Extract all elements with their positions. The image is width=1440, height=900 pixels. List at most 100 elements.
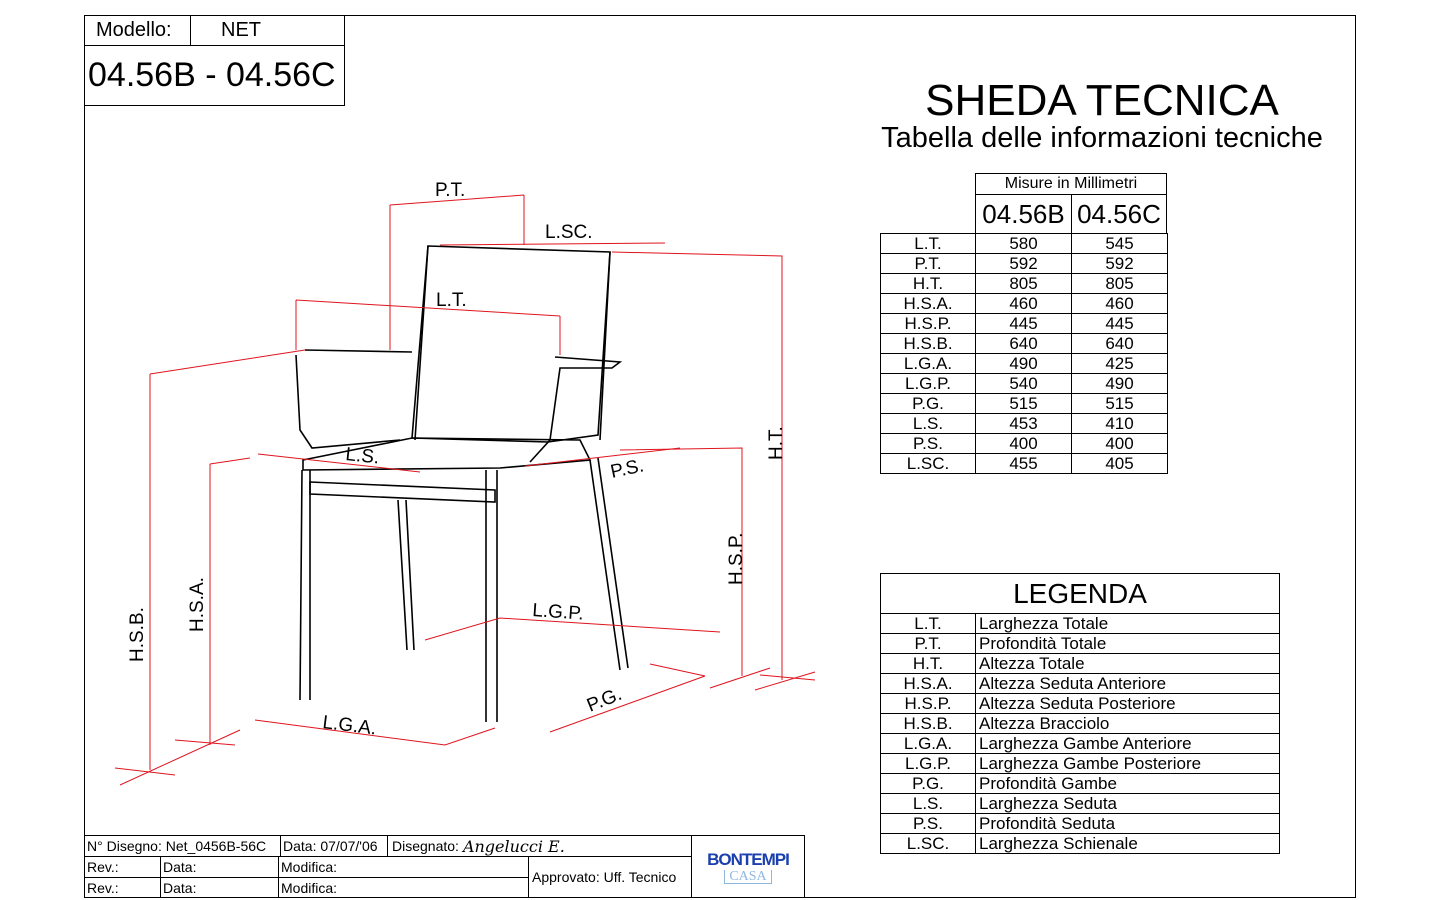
legend-row: P.G.Profondità Gambe — [880, 773, 1280, 794]
legend-description: Profondità Totale — [975, 633, 1280, 654]
legend-description: Larghezza Seduta — [975, 793, 1280, 814]
measure-code: L.SC. — [880, 453, 976, 474]
rev-2: Rev.: — [84, 877, 161, 898]
page-title: SHEDA TECNICA — [925, 76, 1279, 125]
value-04-56b: 460 — [975, 293, 1072, 314]
legend-code: L.S. — [880, 793, 976, 814]
rev-2-modifica: Modifica: — [278, 877, 529, 898]
value-04-56c: 592 — [1071, 253, 1168, 274]
legend-code: P.T. — [880, 633, 976, 654]
value-04-56b: 400 — [975, 433, 1072, 454]
legend-description: Altezza Totale — [975, 653, 1280, 674]
legend-description: Profondità Seduta — [975, 813, 1280, 834]
value-04-56c: 460 — [1071, 293, 1168, 314]
drawn-by: Disegnato:Angelucci E. — [387, 835, 692, 857]
value-04-56b: 592 — [975, 253, 1072, 274]
value-04-56b: 580 — [975, 233, 1072, 254]
legend-description: Altezza Seduta Anteriore — [975, 673, 1280, 694]
legend-description: Larghezza Gambe Anteriore — [975, 733, 1280, 754]
legend-row: L.T.Larghezza Totale — [880, 613, 1280, 634]
column-04-56c: 04.56C — [1071, 194, 1167, 234]
label-hsa: H.S.A. — [187, 577, 208, 632]
measure-code: L.G.P. — [880, 373, 976, 394]
approved: Approvato: Uff. Tecnico — [528, 856, 692, 898]
value-04-56c: 515 — [1071, 393, 1168, 414]
legend-row: L.S.Larghezza Seduta — [880, 793, 1280, 814]
value-04-56b: 805 — [975, 273, 1072, 294]
legend-title: LEGENDA — [880, 573, 1280, 614]
legend-code: H.S.P. — [880, 693, 976, 714]
measure-code: L.T. — [880, 233, 976, 254]
rev-1-modifica: Modifica: — [278, 856, 529, 878]
label-lt: L.T. — [436, 290, 467, 311]
legend-code: L.G.A. — [880, 733, 976, 754]
measure-code: H.S.P. — [880, 313, 976, 334]
legend-row: H.S.P.Altezza Seduta Posteriore — [880, 693, 1280, 714]
rev-2-date: Data: — [160, 877, 279, 898]
legend-description: Altezza Seduta Posteriore — [975, 693, 1280, 714]
drawn-signature: Angelucci E. — [462, 836, 565, 856]
measure-code: P.S. — [880, 433, 976, 454]
drawing-number: N° Disegno: Net_0456B-56C — [84, 835, 281, 857]
legend-row: L.G.A.Larghezza Gambe Anteriore — [880, 733, 1280, 754]
legend-description: Profondità Gambe — [975, 773, 1280, 794]
drawing-date: Data: 07/07/'06 — [280, 835, 388, 857]
legend-row: L.SC.Larghezza Schienale — [880, 833, 1280, 854]
legend-description: Larghezza Gambe Posteriore — [975, 753, 1280, 774]
logo-casa: CASA — [724, 869, 772, 884]
value-04-56b: 455 — [975, 453, 1072, 474]
label-pt: P.T. — [435, 180, 465, 201]
chair-outline — [295, 245, 629, 722]
value-04-56c: 410 — [1071, 413, 1168, 434]
label-pg: P.G. — [584, 684, 625, 717]
legend-code: H.T. — [880, 653, 976, 674]
label-ls: L.S. — [344, 444, 380, 468]
legend-row: H.S.B.Altezza Bracciolo — [880, 713, 1280, 734]
label-lga: L.G.A. — [321, 712, 377, 739]
legend-row: H.T.Altezza Totale — [880, 653, 1280, 674]
value-04-56c: 445 — [1071, 313, 1168, 334]
value-04-56b: 445 — [975, 313, 1072, 334]
value-04-56b: 453 — [975, 413, 1072, 434]
logo-text: BONTEMPI — [707, 849, 790, 869]
legend-code: H.S.A. — [880, 673, 976, 694]
legend-code: P.S. — [880, 813, 976, 834]
measure-code: L.G.A. — [880, 353, 976, 374]
measure-code: L.S. — [880, 413, 976, 434]
measures-header: Misure in Millimetri — [975, 173, 1167, 195]
legend-row: L.G.P.Larghezza Gambe Posteriore — [880, 753, 1280, 774]
page-subtitle: Tabella delle informazioni tecniche — [881, 122, 1323, 154]
legend-code: L.T. — [880, 613, 976, 634]
label-hsb: H.S.B. — [127, 607, 148, 662]
column-04-56b: 04.56B — [975, 194, 1072, 234]
value-04-56b: 640 — [975, 333, 1072, 354]
legend-row: P.S.Profondità Seduta — [880, 813, 1280, 834]
value-04-56c: 405 — [1071, 453, 1168, 474]
legend-row: H.S.A.Altezza Seduta Anteriore — [880, 673, 1280, 694]
model-codes: 04.56B - 04.56C — [84, 45, 345, 106]
measure-code: H.S.A. — [880, 293, 976, 314]
label-lgp: L.G.P. — [532, 600, 585, 625]
value-04-56c: 640 — [1071, 333, 1168, 354]
legend-code: P.G. — [880, 773, 976, 794]
legend-row: P.T.Profondità Totale — [880, 633, 1280, 654]
measure-code: H.T. — [880, 273, 976, 294]
value-04-56b: 540 — [975, 373, 1072, 394]
measure-code: P.T. — [880, 253, 976, 274]
label-hsp: H.S.P. — [726, 533, 747, 585]
legend-code: L.SC. — [880, 833, 976, 854]
value-04-56c: 490 — [1071, 373, 1168, 394]
label-ht: H.T. — [766, 426, 787, 460]
label-ps: P.S. — [609, 455, 646, 482]
